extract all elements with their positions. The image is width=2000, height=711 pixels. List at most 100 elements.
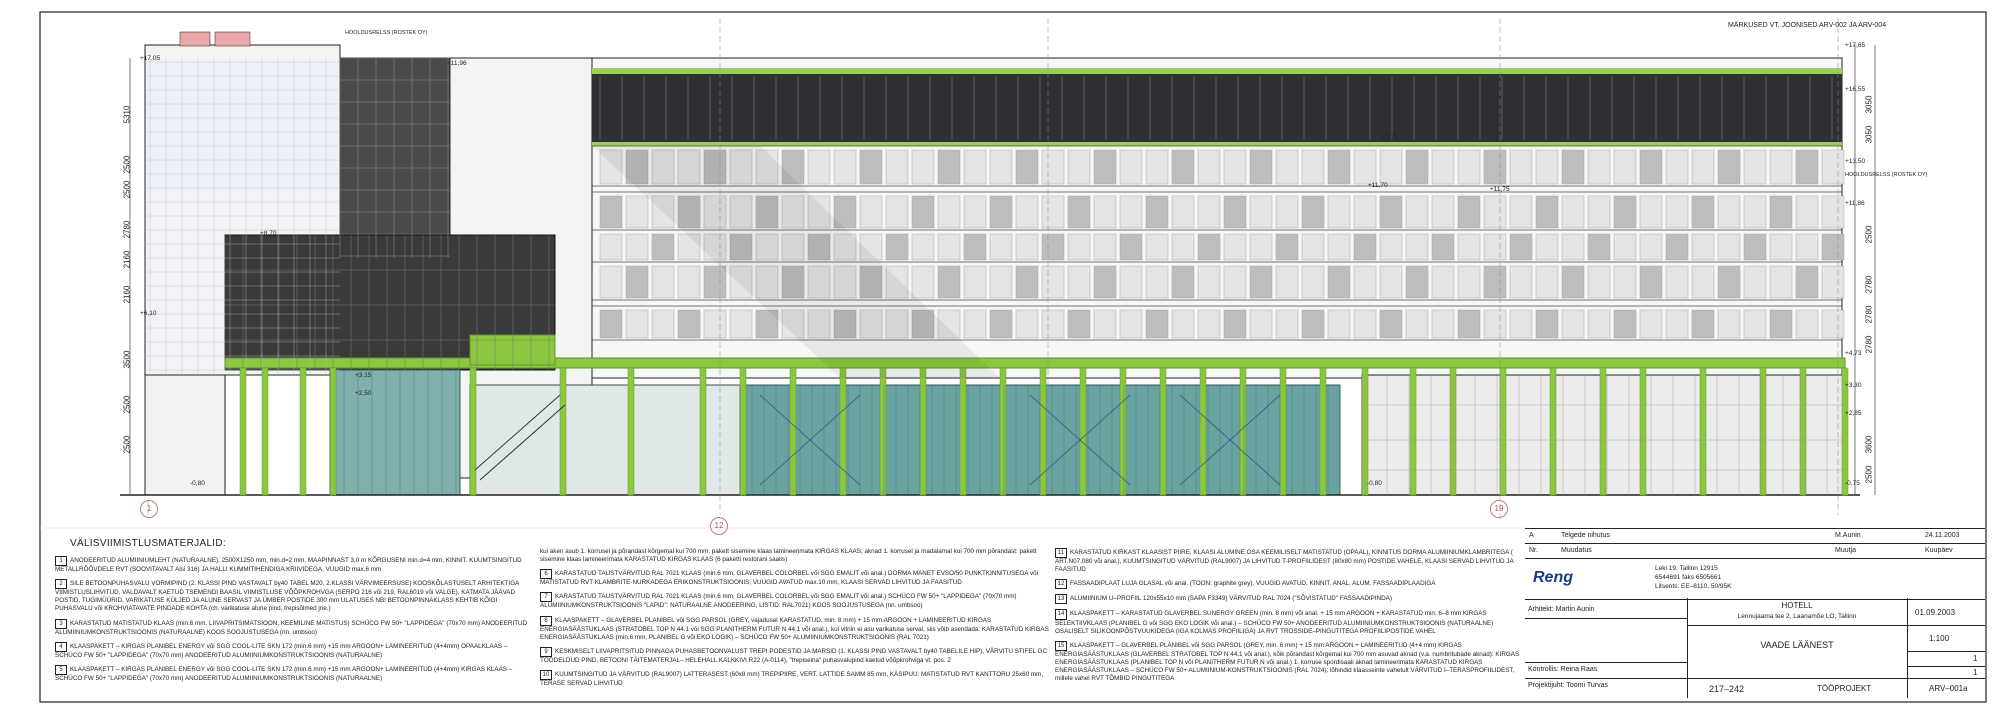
cross-brace <box>759 394 861 486</box>
facade-panel <box>1457 149 1481 185</box>
facade-panel <box>1119 265 1143 299</box>
facade-panel <box>1717 265 1741 299</box>
facade-panel <box>1509 195 1533 229</box>
project-stage: TÖÖPROJEKT <box>1817 684 1872 693</box>
facade-panel <box>1431 265 1455 299</box>
company-phone: 6544691 faks 6505661 <box>1655 574 1722 581</box>
facade-panel <box>1561 233 1585 261</box>
cross-brace <box>1179 394 1281 486</box>
elevation-label: +3,15 <box>355 372 372 379</box>
elevation-label: +11,70 <box>1368 182 1388 189</box>
facade-panel <box>1119 195 1143 229</box>
stair-flight <box>474 394 561 471</box>
facade-panel <box>1405 195 1429 229</box>
drawing-scale: 1:100 <box>1929 634 1950 643</box>
dark-glass-curtain-wall <box>339 57 451 259</box>
facade-panel <box>599 149 623 185</box>
material-number: 6 <box>540 569 552 580</box>
facade-panel <box>937 309 961 339</box>
facade-panel <box>859 149 883 185</box>
generated-detail <box>40 18 1876 529</box>
facade-panel <box>1561 265 1585 299</box>
material-text: KLAASPAKETT – GLAVERBEL PLANIBEL või SGG… <box>1055 641 1520 683</box>
facade-panel <box>1093 195 1117 229</box>
facade-panel <box>1171 233 1195 261</box>
facade-panel <box>755 265 779 299</box>
facade-panel <box>885 195 909 229</box>
material-number: 14 <box>1055 609 1067 620</box>
dimension-label: 5310 <box>122 105 132 124</box>
facade-panel <box>1301 265 1325 299</box>
green-column <box>739 367 747 496</box>
dimension-label: 2780 <box>1864 335 1874 354</box>
facade-panel <box>781 195 805 229</box>
facade-panel <box>1743 149 1767 185</box>
elevation-label: +13,50 <box>1845 158 1866 165</box>
facade-panel <box>1665 265 1689 299</box>
facade-panel <box>1795 233 1819 261</box>
facade-panel <box>1457 195 1481 229</box>
elevation-label: +13,75 <box>1378 134 1399 141</box>
facade-panel <box>885 149 909 185</box>
green-column <box>559 367 567 496</box>
facade-panel <box>1093 309 1117 339</box>
facade-panel <box>989 309 1013 339</box>
facade-panel <box>1353 195 1377 229</box>
facade-panel <box>937 233 961 261</box>
company-logo: Reng <box>1533 569 1573 586</box>
green-column <box>469 367 477 496</box>
facade-panel <box>1535 195 1559 229</box>
facade-panel <box>1431 149 1455 185</box>
facade-panel <box>1691 265 1715 299</box>
facade-panel <box>885 233 909 261</box>
revision-desc: Telgede nihutus <box>1561 532 1611 539</box>
facade-panel <box>1587 233 1611 261</box>
facade-panel <box>1613 233 1637 261</box>
facade-panel <box>807 309 831 339</box>
facade-panel <box>755 309 779 339</box>
facade-panel <box>1379 265 1403 299</box>
material-text: KLAASPAKETT – KIRGAS PLANIBEL ENERGY või… <box>55 642 508 659</box>
facade-panel <box>1171 149 1195 185</box>
facade-panel <box>651 195 675 229</box>
facade-panel <box>807 195 831 229</box>
facade-panel <box>677 309 701 339</box>
facade-panel <box>1509 233 1533 261</box>
facade-panel <box>1483 149 1507 185</box>
sheet-number: 1 <box>1973 654 1978 663</box>
facade-panel <box>807 265 831 299</box>
facade-panel <box>1379 309 1403 339</box>
facade-panel <box>1327 233 1351 261</box>
material-text: ANODEERITUD ALUMIINIUMLEHT (NATURAALNE),… <box>55 557 522 574</box>
elevation-label: +17,65 <box>1845 42 1866 49</box>
arhitekt-label: Arhitekt: Martin Aunin <box>1528 606 1595 613</box>
facade-panel <box>1197 265 1221 299</box>
facade-panel <box>1743 309 1767 339</box>
green-column <box>699 367 707 496</box>
facade-panel <box>1249 309 1273 339</box>
roof-equipment-1 <box>179 31 211 47</box>
green-column <box>239 367 247 496</box>
facade-panel <box>1691 149 1715 185</box>
green-column <box>1039 367 1047 496</box>
facade-panel <box>911 309 935 339</box>
facade-panel <box>755 195 779 229</box>
facade-panel <box>1665 309 1689 339</box>
facade-panel <box>911 233 935 261</box>
facade-panel <box>781 265 805 299</box>
facade-panel <box>1249 265 1273 299</box>
facade-panel <box>1275 149 1299 185</box>
dimension-label: 2500 <box>1864 225 1874 244</box>
stair-glazing <box>469 384 741 496</box>
project-name: HOTELL <box>1781 601 1813 610</box>
facade-panel <box>1639 195 1663 229</box>
company-license: Litsents: EE–8110, 50/95K <box>1655 583 1732 590</box>
facade-panel <box>1405 309 1429 339</box>
